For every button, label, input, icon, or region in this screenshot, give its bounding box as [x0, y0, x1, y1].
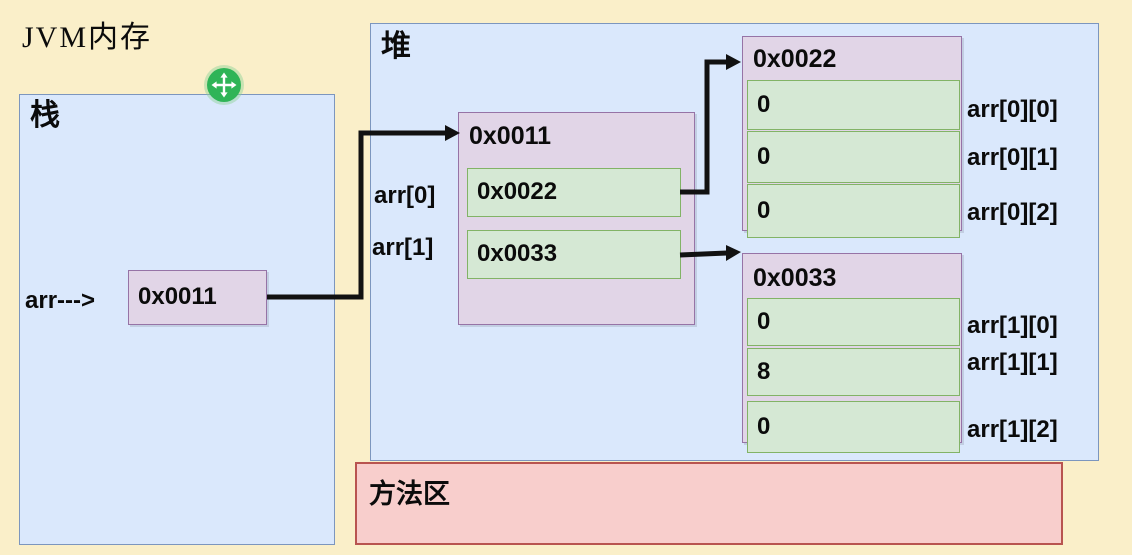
- row-ref-value-0: 0x0022: [477, 178, 558, 205]
- array-cell-0-2-value: 0: [757, 197, 771, 224]
- move-cursor-icon: [207, 68, 241, 102]
- array-cell-0-0[interactable]: 0: [747, 80, 960, 130]
- arr-pointer-label: arr--->: [25, 287, 96, 314]
- array-cell-0-2[interactable]: 0: [747, 184, 960, 238]
- row-pointer-box-title: 0x0011: [469, 122, 552, 150]
- array-cell-1-1[interactable]: 8: [747, 348, 960, 396]
- row-label-arr0: arr[0]: [374, 182, 436, 209]
- array-cell-1-2-value: 0: [757, 413, 771, 440]
- array-cell-1-1-value: 8: [757, 358, 771, 385]
- elem-label-arr01: arr[0][1]: [967, 144, 1058, 171]
- array-box-0x0022[interactable]: 0x0022 0 0 0: [742, 36, 962, 238]
- elem-label-arr10: arr[1][0]: [967, 312, 1058, 339]
- row-ref-value-1: 0x0033: [477, 240, 558, 267]
- array-box-0x0022-title: 0x0022: [753, 45, 837, 73]
- heap-region-label: 堆: [381, 30, 411, 63]
- array-cell-0-0-value: 0: [757, 91, 771, 118]
- row-pointer-box[interactable]: 0x0011 0x0022 0x0033: [458, 112, 695, 325]
- array-cell-1-0[interactable]: 0: [747, 298, 960, 346]
- elem-label-arr00: arr[0][0]: [967, 96, 1058, 123]
- stack-region-label: 栈: [30, 99, 60, 132]
- diagram-title: JVM内存: [22, 21, 153, 54]
- stack-ref-box[interactable]: 0x0011: [128, 270, 267, 325]
- array-cell-0-1-value: 0: [757, 143, 771, 170]
- array-cell-0-1[interactable]: 0: [747, 131, 960, 183]
- row-label-arr1: arr[1]: [372, 234, 434, 261]
- row-ref-cell-0[interactable]: 0x0022: [467, 168, 681, 217]
- elem-label-arr11: arr[1][1]: [967, 349, 1058, 376]
- array-cell-1-2[interactable]: 0: [747, 401, 960, 453]
- stack-ref-value: 0x0011: [138, 283, 217, 310]
- method-area-region[interactable]: 方法区: [355, 462, 1063, 545]
- elem-label-arr02: arr[0][2]: [967, 199, 1058, 226]
- array-cell-1-0-value: 0: [757, 308, 771, 335]
- array-box-0x0033[interactable]: 0x0033 0 8 0: [742, 253, 962, 453]
- method-area-label: 方法区: [369, 479, 450, 509]
- array-box-0x0033-title: 0x0033: [753, 264, 837, 292]
- elem-label-arr12: arr[1][2]: [967, 416, 1058, 443]
- row-ref-cell-1[interactable]: 0x0033: [467, 230, 681, 279]
